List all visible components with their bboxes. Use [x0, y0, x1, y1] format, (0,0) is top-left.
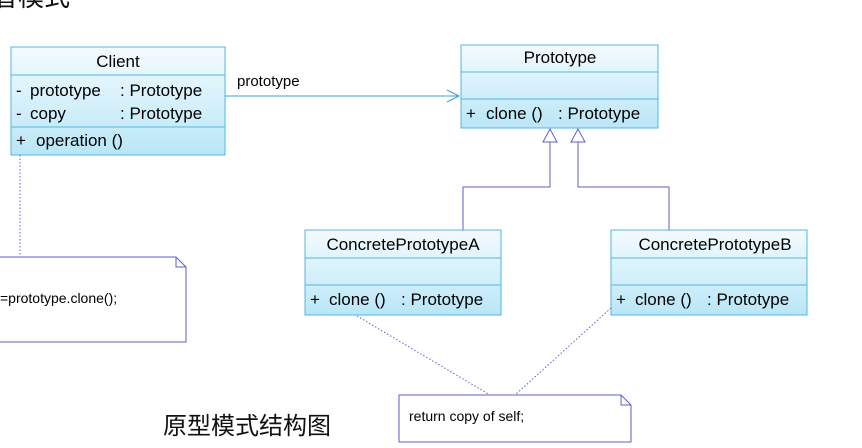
- generalization-a-triangle: [542, 127, 558, 143]
- association-label: prototype: [237, 73, 300, 90]
- client-note[interactable]: =prototype.clone();: [0, 155, 187, 343]
- client-note-text: =prototype.clone();: [0, 290, 117, 306]
- generalization-b-triangle: [570, 127, 586, 143]
- association-client-prototype[interactable]: prototype: [225, 73, 461, 103]
- concrete-b-class-name: ConcretePrototypeB: [638, 235, 791, 254]
- concrete-b-op-type: : Prototype: [707, 290, 789, 309]
- concrete-note[interactable]: return copy of self;: [356, 307, 632, 443]
- client-note-box: [0, 256, 187, 343]
- concrete-a-op-name: clone (): [329, 290, 386, 309]
- client-attr-name: copy: [30, 104, 66, 123]
- class-client[interactable]: Client - prototype : Prototype - copy : …: [10, 46, 226, 156]
- generalization-b[interactable]: [570, 127, 670, 230]
- class-prototype[interactable]: Prototype + clone () : Prototype: [460, 44, 659, 129]
- client-attr-visibility: -: [16, 81, 22, 100]
- prototype-box: [460, 44, 659, 129]
- generalization-a[interactable]: [462, 127, 558, 230]
- client-attr-type: : Prototype: [120, 81, 202, 100]
- client-class-name: Client: [96, 52, 140, 71]
- concrete-note-text: return copy of self;: [409, 408, 524, 424]
- concrete-a-box: [304, 229, 502, 316]
- client-attr-visibility: -: [16, 104, 22, 123]
- generalization-b-line: [577, 142, 670, 230]
- client-op-name: operation (): [36, 131, 123, 150]
- concrete-note-box: [398, 394, 632, 443]
- prototype-op-visibility: +: [466, 104, 476, 123]
- concrete-b-op-name: clone (): [635, 290, 692, 309]
- client-attr-type: : Prototype: [120, 104, 202, 123]
- cut-off-heading: 者模式: [0, 0, 70, 13]
- generalization-a-line: [462, 142, 551, 230]
- concrete-a-op-visibility: +: [310, 290, 320, 309]
- client-op-visibility: +: [16, 131, 26, 150]
- concrete-note-anchor-a: [356, 315, 491, 396]
- concrete-b-box: [610, 229, 808, 316]
- client-note-fold: [175, 257, 186, 268]
- concrete-note-anchor-b: [514, 307, 612, 396]
- concrete-a-op-type: : Prototype: [401, 290, 483, 309]
- concrete-a-class-name: ConcretePrototypeA: [326, 235, 480, 254]
- association-arrowhead: [446, 89, 461, 103]
- prototype-op-type: : Prototype: [558, 104, 640, 123]
- client-attr-name: prototype: [30, 81, 101, 100]
- class-concrete-prototype-a[interactable]: ConcretePrototypeA + clone () : Prototyp…: [304, 229, 502, 316]
- concrete-note-fold: [620, 395, 631, 406]
- concrete-b-op-visibility: +: [616, 290, 626, 309]
- diagram-caption: 原型模式结构图: [163, 412, 331, 440]
- prototype-class-name: Prototype: [524, 48, 597, 67]
- class-concrete-prototype-b[interactable]: ConcretePrototypeB + clone () : Prototyp…: [610, 229, 808, 316]
- client-box: [10, 46, 226, 156]
- prototype-op-name: clone (): [486, 104, 543, 123]
